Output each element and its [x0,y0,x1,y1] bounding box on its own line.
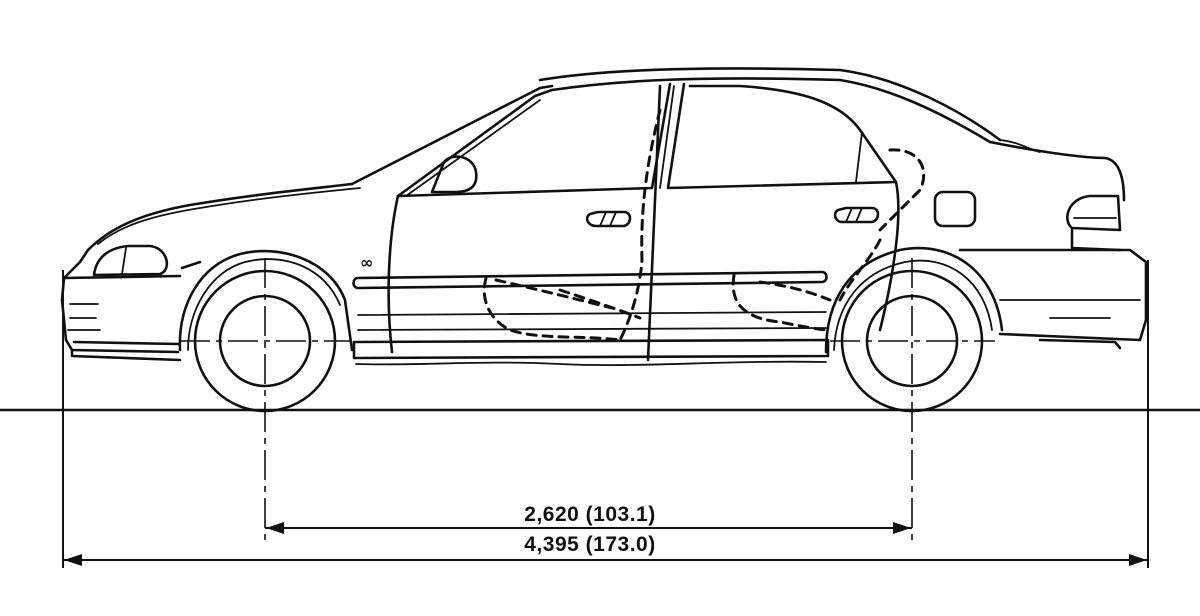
wheelbase-label: 2,620 (103.1) [524,503,656,526]
wheel-centerlines [180,258,995,545]
wheelbase-dimension-line [265,522,912,534]
overall-length-dimension-line [63,554,1148,566]
hidden-lines [482,108,926,342]
overall-length-label: 4,395 (173.0) [524,533,656,556]
svg-text:∞: ∞ [360,253,373,272]
car-body: ∞ [60,67,1148,367]
